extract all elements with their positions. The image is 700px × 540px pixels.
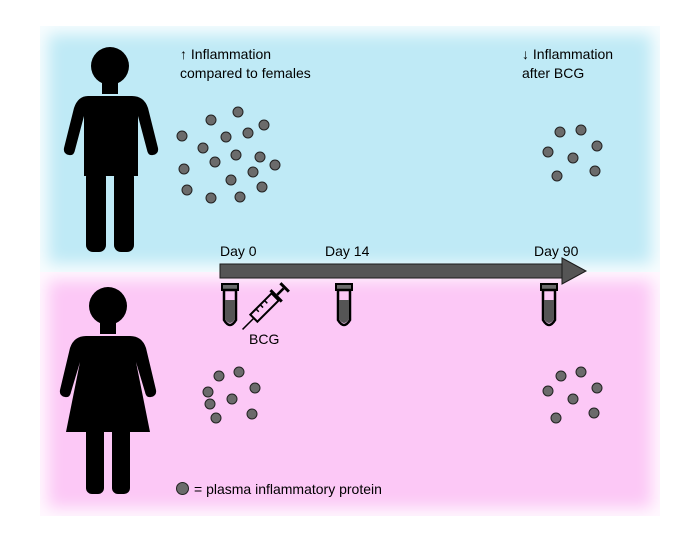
protein-dot-icon <box>176 482 189 495</box>
protein-dot <box>575 366 587 378</box>
protein-dot <box>181 184 193 196</box>
legend-label: = plasma inflammatory protein <box>194 481 382 497</box>
day14-label: Day 14 <box>325 243 370 259</box>
protein-dot <box>567 393 579 405</box>
protein-dot <box>249 382 261 394</box>
protein-dot <box>230 149 242 161</box>
protein-dot <box>178 163 190 175</box>
protein-dot <box>225 174 237 186</box>
male-note-line2: compared to females <box>180 65 311 81</box>
male-after-bcg-note: ↓ Inflammation after BCG <box>522 45 613 83</box>
protein-dot <box>232 106 244 118</box>
protein-dot <box>197 142 209 154</box>
protein-dot <box>247 166 259 178</box>
protein-dot <box>254 151 266 163</box>
protein-dot <box>210 412 222 424</box>
test-tube-icon <box>540 283 558 327</box>
protein-dot <box>551 170 563 182</box>
test-tube-icon <box>221 283 239 327</box>
protein-dot <box>588 407 600 419</box>
protein-dot <box>269 159 281 171</box>
male-after-line1: ↓ Inflammation <box>522 46 614 62</box>
protein-dot <box>233 366 245 378</box>
protein-dot <box>567 152 579 164</box>
protein-dot <box>550 412 562 424</box>
protein-dots <box>176 106 603 424</box>
protein-dot <box>205 114 217 126</box>
protein-dot <box>213 370 225 382</box>
protein-dot <box>209 156 221 168</box>
protein-dot <box>258 119 270 131</box>
male-note-line1: ↑ Inflammation <box>180 46 272 62</box>
male-after-line2: after BCG <box>522 65 585 81</box>
legend: = plasma inflammatory protein <box>176 480 382 499</box>
bcg-label: BCG <box>249 331 280 347</box>
test-tube-icon <box>335 283 353 327</box>
protein-dot <box>220 131 232 143</box>
day90-label: Day 90 <box>534 243 579 259</box>
female-figure-icon <box>59 287 157 494</box>
protein-dot <box>242 127 254 139</box>
protein-dot <box>542 146 554 158</box>
protein-dot <box>554 126 566 138</box>
day0-label: Day 0 <box>220 243 257 259</box>
male-panel <box>40 26 660 272</box>
timeline-arrow <box>219 257 588 285</box>
protein-dot <box>226 393 238 405</box>
protein-dot <box>591 140 603 152</box>
protein-dot <box>555 370 567 382</box>
protein-dot <box>542 385 554 397</box>
protein-dot <box>205 192 217 204</box>
protein-dot <box>204 398 216 410</box>
protein-dot <box>591 382 603 394</box>
protein-dot <box>589 165 601 177</box>
syringe-icon <box>242 282 290 330</box>
protein-dot <box>256 181 268 193</box>
male-inflammation-note: ↑ Inflammation compared to females <box>180 45 311 83</box>
protein-dot <box>176 130 188 142</box>
male-figure-icon <box>63 47 159 252</box>
protein-dot <box>575 124 587 136</box>
protein-dot <box>246 408 258 420</box>
protein-dot <box>234 191 246 203</box>
protein-dot <box>202 386 214 398</box>
